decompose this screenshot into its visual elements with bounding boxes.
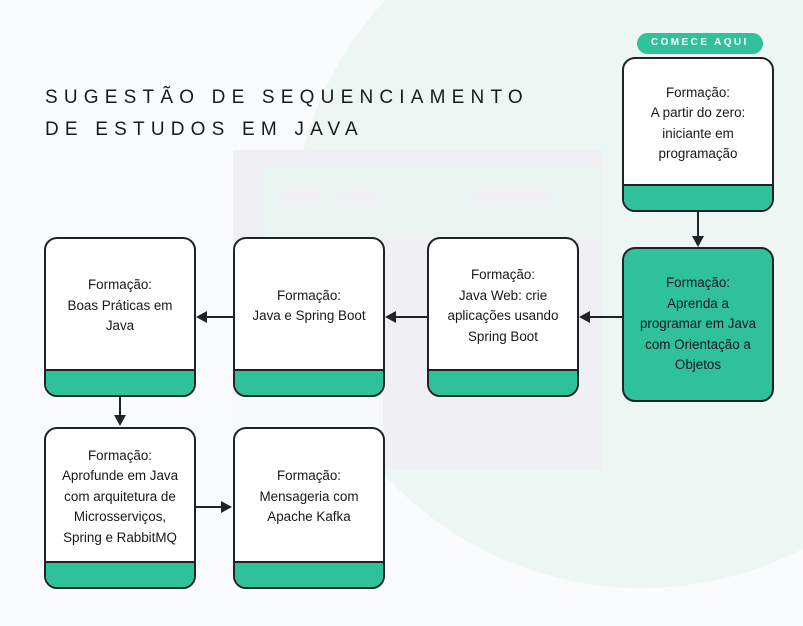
node-aprofunde-microsservicos[interactable]: Formação: Aprofunde em Java com arquitet… bbox=[44, 427, 196, 589]
node-label: Formação: Java e Spring Boot bbox=[252, 287, 366, 324]
background-chip-decoration-3 bbox=[472, 190, 552, 206]
edge-line-javaweb-to-springboot bbox=[396, 315, 427, 319]
edge-line-springboot-to-boaspraticas bbox=[207, 315, 233, 319]
node-body: Formação: Java Web: crie aplicações usan… bbox=[429, 239, 577, 369]
edge-arrowhead-oo-to-javaweb bbox=[579, 310, 590, 323]
edge-line-boaspraticas-to-microsservicos bbox=[118, 397, 122, 416]
background-chip-decoration-1 bbox=[278, 190, 320, 206]
node-mensageria-apache-kafka[interactable]: Formação: Mensageria com Apache Kafka bbox=[233, 427, 385, 589]
node-footer-accent bbox=[624, 184, 772, 210]
node-body: Formação: A partir do zero: iniciante em… bbox=[624, 59, 772, 184]
edge-line-oo-to-javaweb bbox=[590, 315, 622, 319]
node-body: Formação: Mensageria com Apache Kafka bbox=[235, 429, 383, 561]
node-label: Formação: Mensageria com Apache Kafka bbox=[259, 468, 359, 525]
edge-arrowhead-zero-to-oo bbox=[691, 236, 704, 247]
edge-line-zero-to-oo bbox=[696, 212, 700, 238]
node-a-partir-do-zero[interactable]: Formação: A partir do zero: iniciante em… bbox=[622, 57, 774, 212]
node-label: Formação: A partir do zero: iniciante em… bbox=[650, 84, 746, 162]
node-body: Formação: Aprofunde em Java com arquitet… bbox=[46, 429, 194, 561]
node-footer-accent bbox=[235, 561, 383, 587]
node-footer-accent bbox=[429, 369, 577, 395]
node-body: Formação: Java e Spring Boot bbox=[235, 239, 383, 369]
node-java-e-spring-boot[interactable]: Formação: Java e Spring Boot bbox=[233, 237, 385, 397]
edge-arrowhead-springboot-to-boaspraticas bbox=[196, 310, 207, 323]
edge-line-microsservicos-to-kafka bbox=[196, 505, 222, 509]
node-footer-accent bbox=[235, 369, 383, 395]
node-body: Formação: Boas Práticas em Java bbox=[46, 239, 194, 369]
node-aprenda-a-programar-em-java[interactable]: Formação: Aprenda a programar em Java co… bbox=[622, 247, 774, 402]
node-label: Formação: Aprenda a programar em Java co… bbox=[639, 275, 757, 373]
node-label: Formação: Java Web: crie aplicações usan… bbox=[447, 267, 559, 344]
background-chip-decoration-2 bbox=[337, 190, 379, 206]
edge-arrowhead-microsservicos-to-kafka bbox=[221, 500, 232, 513]
node-body: Formação: Aprenda a programar em Java co… bbox=[624, 249, 772, 400]
node-label: Formação: Aprofunde em Java com arquitet… bbox=[61, 447, 179, 545]
node-label: Formação: Boas Práticas em Java bbox=[67, 277, 173, 334]
node-footer-accent bbox=[46, 369, 194, 395]
node-java-web[interactable]: Formação: Java Web: crie aplicações usan… bbox=[427, 237, 579, 397]
node-footer-accent bbox=[46, 561, 194, 587]
page-title: SUGESTÃO DE SEQUENCIAMENTO DE ESTUDOS EM… bbox=[45, 87, 529, 140]
edge-arrowhead-javaweb-to-springboot bbox=[385, 310, 396, 323]
node-boas-praticas-em-java[interactable]: Formação: Boas Práticas em Java bbox=[44, 237, 196, 397]
edge-arrowhead-boaspraticas-to-microsservicos bbox=[113, 415, 126, 426]
start-here-badge: COMECE AQUI bbox=[637, 33, 763, 54]
